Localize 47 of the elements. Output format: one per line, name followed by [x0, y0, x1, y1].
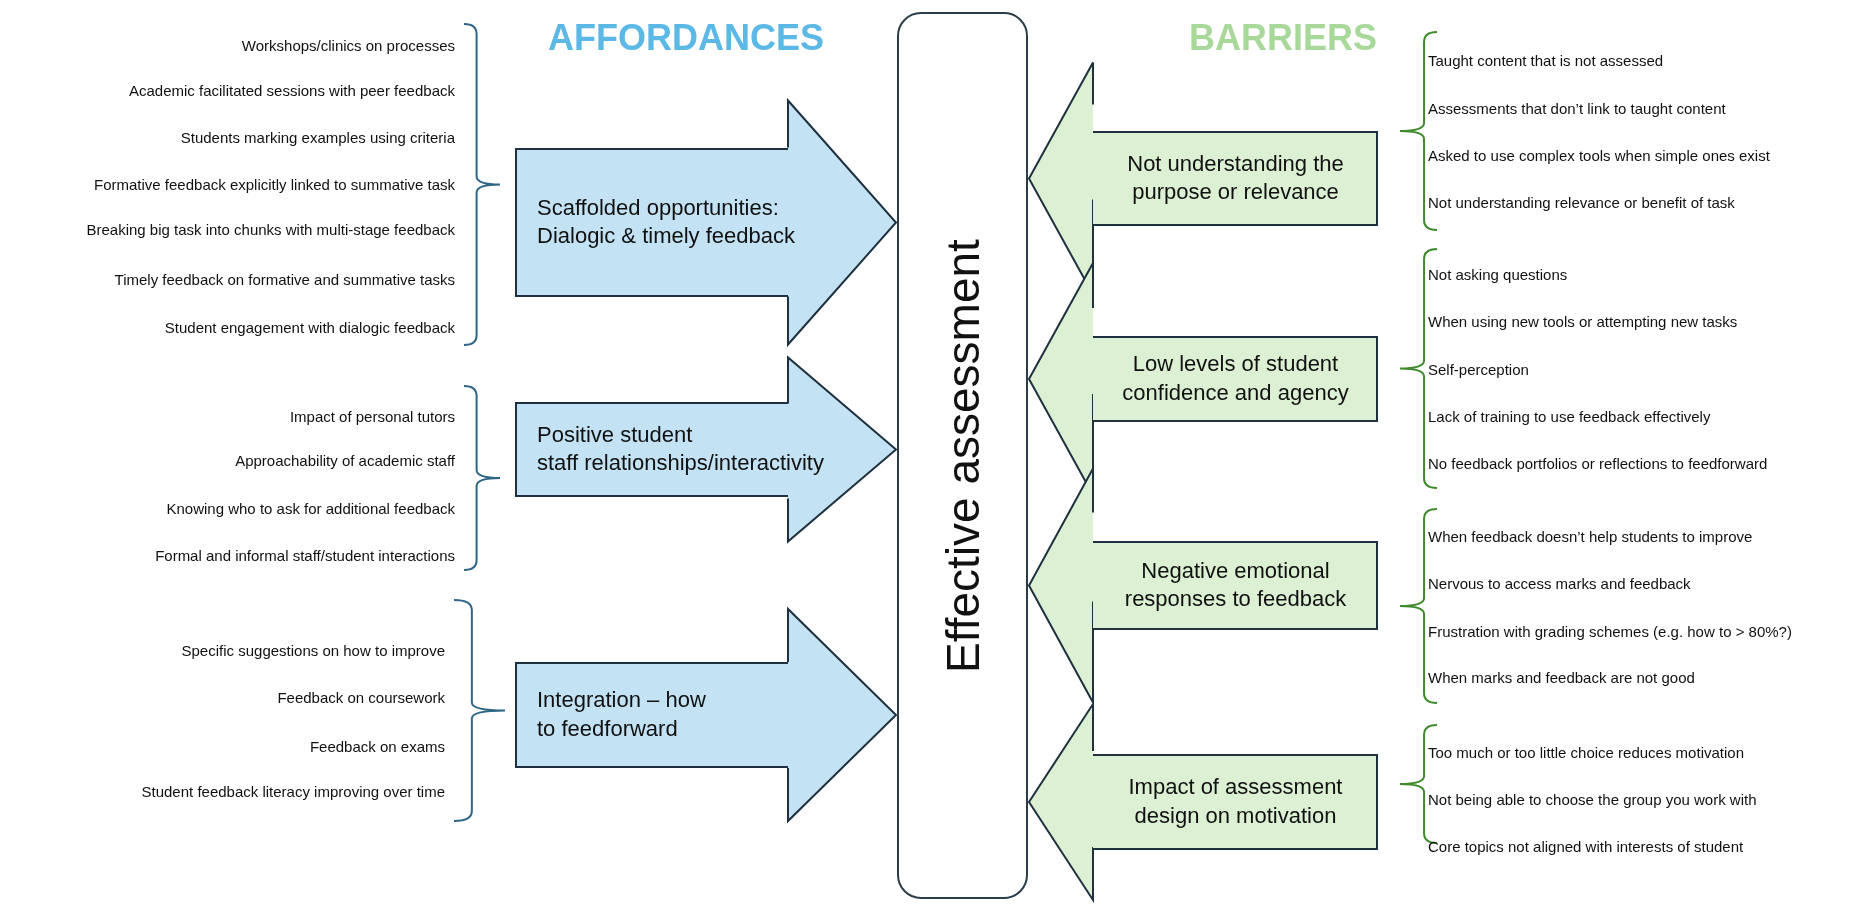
list-item: Student engagement with dialogic feedback: [164, 318, 455, 336]
list-item: Timely feedback on formative and summative tasks: [114, 270, 455, 288]
arrow-text: Negative emotional responses to feedback: [1123, 556, 1348, 614]
list-item: Impact of personal tutors: [289, 407, 455, 425]
list-item: Nervous to access marks and feedback: [1428, 574, 1691, 592]
arrow-text: Integration – how to feedforward: [537, 686, 707, 743]
arrow-text: Low levels of student confidence and agency: [1121, 350, 1350, 407]
arrow-text: Scaffolded opportunities: Dialogic & timely feedback: [537, 193, 796, 251]
arrow-body: [515, 662, 788, 768]
list-item: Assessments that don’t link to taught content: [1428, 99, 1726, 117]
list-item: Specific suggestions on how to improve: [181, 641, 445, 659]
list-item: Asked to use complex tools when simple ones exist: [1428, 146, 1770, 164]
list-item: Self-perception: [1428, 360, 1529, 378]
arrow-text: Not understanding the purpose or relevance: [1126, 149, 1345, 207]
list-item: Students marking examples using criteria: [180, 128, 455, 146]
list-item: Approachability of academic staff: [235, 451, 455, 469]
arrow-body: [1093, 541, 1378, 630]
list-item: When marks and feedback are not good: [1428, 668, 1695, 686]
list-item: Too much or too little choice reduces motivation: [1428, 743, 1744, 761]
list-item: Breaking big task into chunks with multi-stage feedback: [86, 220, 455, 238]
arrow-body: [1093, 754, 1378, 850]
list-item: Feedback on coursework: [277, 688, 445, 706]
list-item: Knowing who to ask for additional feedback: [166, 499, 455, 517]
section-heading: BARRIERS: [1189, 17, 1377, 59]
box-title: Effective assessment: [935, 238, 990, 673]
list-item: Academic facilitated sessions with peer feedback: [129, 81, 455, 99]
list-item: Not understanding relevance or benefit of task: [1428, 193, 1735, 211]
list-item: Lack of training to use feedback effectively: [1428, 407, 1711, 425]
rounded-box: [897, 12, 1028, 899]
list-item: When using new tools or attempting new tasks: [1428, 312, 1738, 330]
arrow-text: Positive student staff relationships/interactivity: [537, 420, 825, 478]
section-heading: AFFORDANCES: [548, 17, 824, 59]
list-item: Not being able to choose the group you work with: [1428, 790, 1757, 808]
list-item: Formative feedback explicitly linked to summative task: [94, 175, 455, 193]
list-item: Core topics not aligned with interests of student: [1428, 837, 1744, 855]
arrow-body: [1093, 131, 1378, 226]
list-item: Workshops/clinics on processes: [241, 36, 455, 54]
list-item: When feedback doesn’t help students to improve: [1428, 527, 1753, 545]
list-item: Frustration with grading schemes (e.g. how to > 80%?): [1428, 622, 1792, 640]
list-item: No feedback portfolios or reflections to feedforward: [1428, 454, 1768, 472]
list-item: Formal and informal staff/student interactions: [155, 546, 455, 564]
arrow-text: Impact of assessment design on motivation: [1127, 773, 1344, 830]
list-item: Feedback on exams: [309, 737, 445, 755]
list-item: Not asking questions: [1428, 265, 1568, 283]
arrow-body: [1093, 336, 1378, 422]
list-item: Taught content that is not assessed: [1428, 51, 1664, 69]
list-item: Student feedback literacy improving over time: [141, 782, 445, 800]
